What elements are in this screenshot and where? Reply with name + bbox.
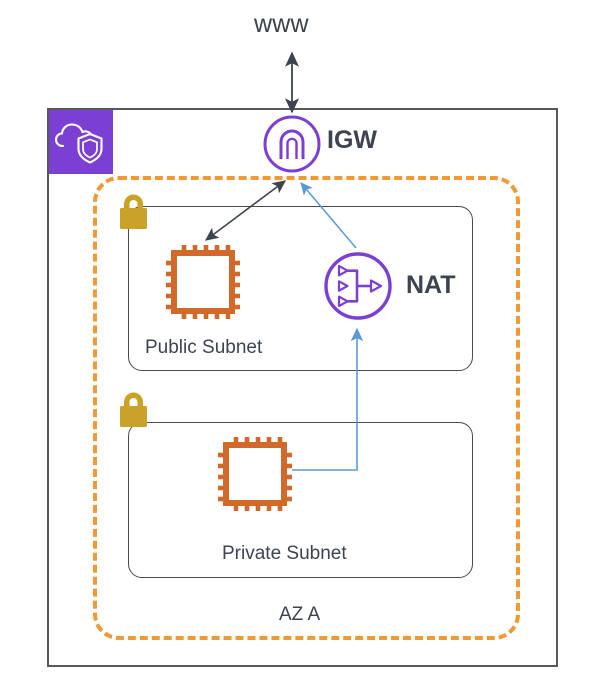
availability-zone-label: AZ A [279, 604, 321, 625]
internet-label: www [254, 10, 309, 38]
nat-label: NAT [406, 271, 456, 299]
igw-label: IGW [327, 126, 377, 154]
vpc-boundary [47, 108, 558, 667]
availability-zone-boundary [93, 176, 520, 640]
private-subnet-label: Private Subnet [222, 543, 347, 564]
public-subnet-label: Public Subnet [145, 337, 263, 358]
cloud-shield-icon [54, 123, 103, 164]
vpc-logo-tile [49, 110, 113, 174]
